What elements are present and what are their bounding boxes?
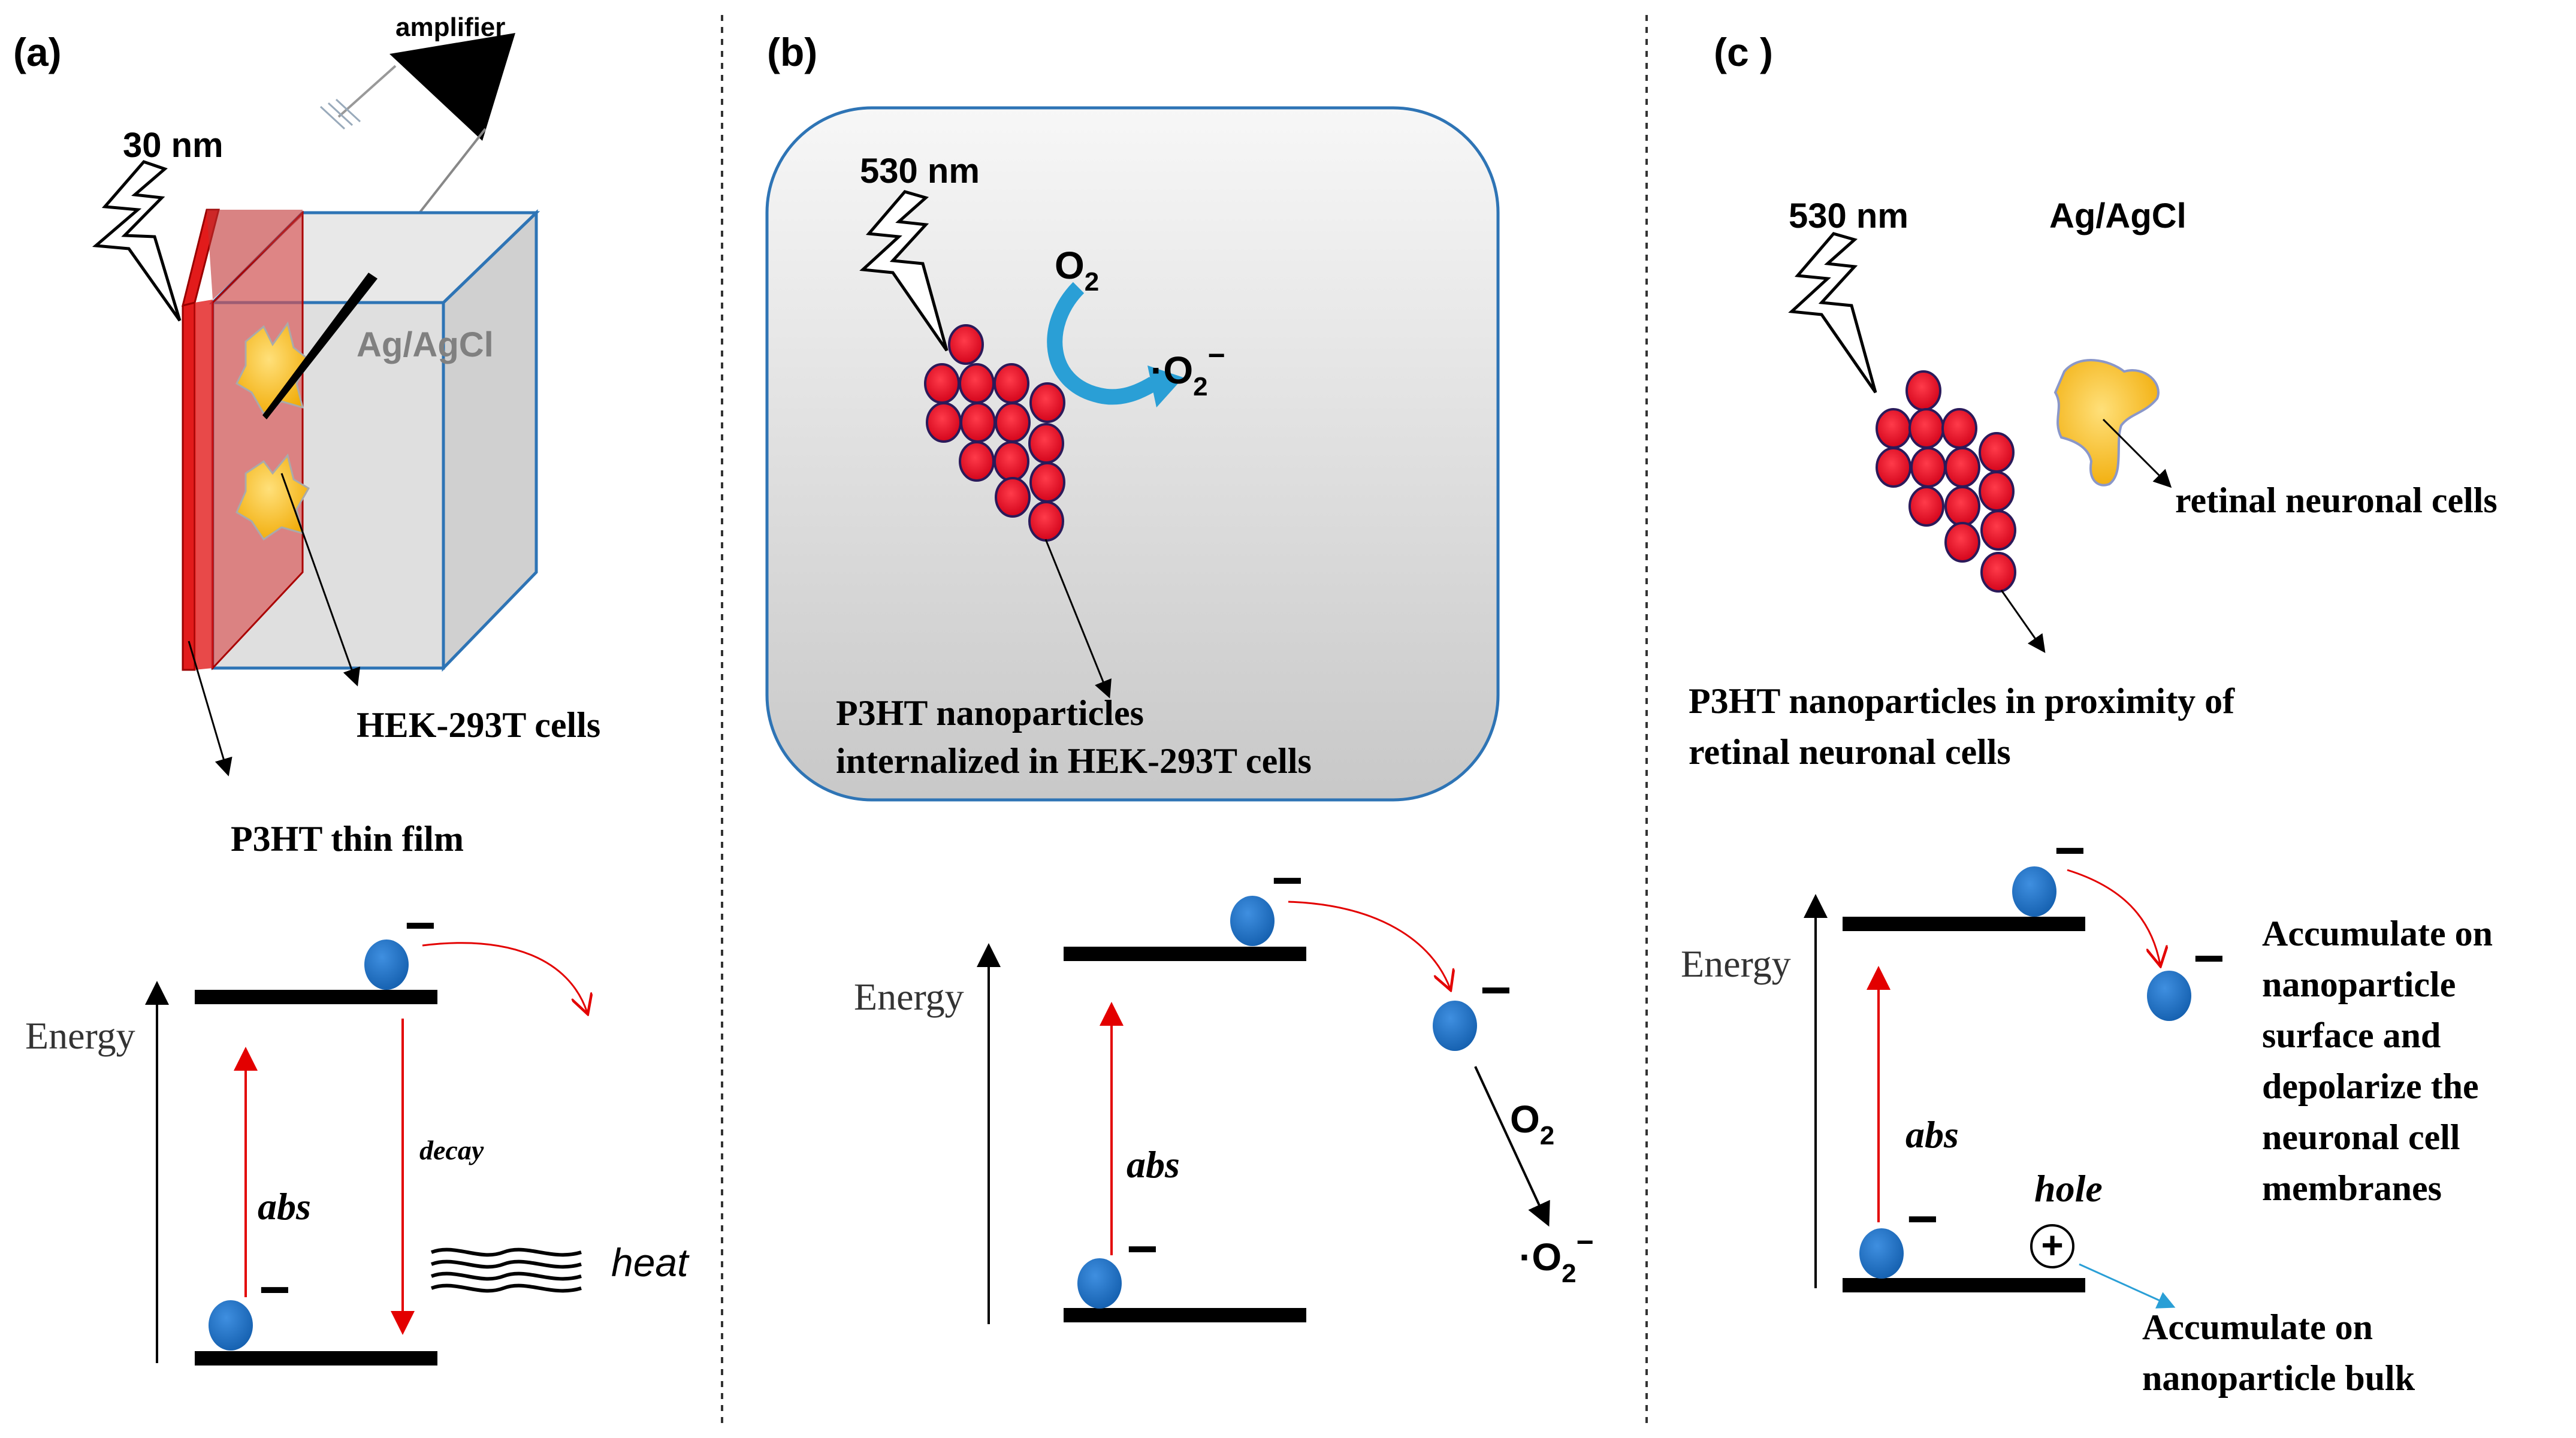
wavelength-label-b: 530 nm — [860, 152, 980, 191]
electron-sign-lower-c: − — [1907, 1189, 1938, 1249]
oxygen-arrow — [1047, 282, 1158, 405]
cell-container — [765, 106, 1500, 802]
electron-upper-c — [2012, 866, 2056, 917]
ground-symbol — [319, 98, 361, 130]
bulk-accumulation-text: Accumulate on nanoparticle bulk — [2142, 1307, 2415, 1398]
panel-c: (c ) 530 nm Ag/AgCl retinal neuronal cel… — [1681, 30, 2498, 1398]
bulk-line-2: nanoparticle bulk — [2142, 1358, 2415, 1398]
ag-agcl-electrode — [262, 273, 378, 419]
wavelength-label-c: 530 nm — [1789, 197, 1908, 235]
panel-b: (b) 530 nm O2 ·O2− P3HT nanoparticles — [765, 30, 1594, 1324]
escape-arrow-a — [422, 942, 587, 1013]
electron-upper-b — [1230, 896, 1275, 946]
bulk-arrow-c — [2079, 1263, 2176, 1309]
p3ht-film — [182, 301, 196, 671]
film-label: P3HT thin film — [231, 819, 464, 859]
np-pointer-b — [1044, 539, 1112, 699]
electron-lower-a — [209, 1300, 253, 1351]
oxygen-label-b: O2 — [1055, 244, 1099, 297]
heat-waves — [430, 1247, 582, 1293]
reduction-arrow-b — [1474, 1066, 1550, 1227]
energy-label-a: Energy — [25, 1014, 135, 1057]
electrode-label-c: Ag/AgCl — [2049, 197, 2187, 235]
hole-symbol — [2030, 1224, 2074, 1268]
abs-label-b: abs — [1127, 1143, 1180, 1186]
amplifier-symbol — [389, 33, 515, 141]
electron-sign-lower-a: − — [259, 1260, 291, 1320]
lower-level-a — [195, 1351, 437, 1366]
np-label-b-line2: internalized in HEK-293T cells — [836, 741, 1312, 781]
np-label-b-line1: P3HT nanoparticles — [836, 693, 1144, 733]
panel-a-label: (a) — [13, 30, 62, 74]
oxygen-arrow-head — [1147, 365, 1183, 407]
electron-lower-c — [1859, 1228, 1904, 1279]
abs-label-a: abs — [258, 1185, 311, 1228]
retinal-pointer — [2102, 418, 2172, 488]
hole-label: hole — [2034, 1167, 2103, 1210]
surface-accumulation-text: Accumulate on nanoparticle surface and d… — [2262, 914, 2493, 1208]
energy-label-b: Energy — [854, 975, 964, 1018]
light-bolt-b — [859, 190, 949, 352]
panel-c-label: (c ) — [1714, 30, 1773, 74]
surface-line-1: Accumulate on — [2262, 914, 2493, 953]
electron-lower-b — [1077, 1258, 1122, 1309]
abs-label-c: abs — [1905, 1113, 1959, 1156]
film-pointer — [188, 641, 232, 777]
retinal-label: retinal neuronal cells — [2175, 481, 2498, 520]
bulk-line-1: Accumulate on — [2142, 1307, 2373, 1347]
ground-wire — [337, 65, 397, 118]
cells-pointer — [280, 473, 361, 687]
superoxide-label-b: ·O2− — [1150, 339, 1225, 401]
cells-label: HEK-293T cells — [357, 705, 600, 745]
upper-level-c — [1843, 917, 2085, 931]
decay-label-a: decay — [419, 1135, 484, 1165]
electron-sign-upper-a: − — [404, 896, 436, 956]
lower-level-c — [1843, 1278, 2085, 1292]
oxygen-label-energy-b: O2 — [1510, 1098, 1554, 1150]
film-body — [195, 300, 213, 670]
electron-upper-a — [364, 939, 409, 990]
surface-line-5: neuronal cell — [2262, 1117, 2460, 1157]
wavelength-label-a: 30 nm — [123, 126, 224, 165]
upper-level-a — [195, 990, 437, 1004]
surface-line-2: nanoparticle — [2262, 965, 2456, 1004]
surface-line-6: membranes — [2262, 1168, 2442, 1208]
np-pointer-c — [2000, 590, 2046, 653]
film-edge — [207, 210, 303, 300]
free-electron-sign-c: − — [2193, 929, 2225, 989]
hole-plus: + — [2041, 1223, 2063, 1267]
free-electron-c — [2147, 971, 2191, 1021]
superoxide-label-energy-b: ·O2− — [1519, 1225, 1594, 1288]
amplifier-label: amplifier — [395, 13, 505, 42]
upper-level-b — [1064, 947, 1306, 961]
energy-label-c: Energy — [1681, 942, 1791, 985]
electron-sign-upper-b: − — [1272, 851, 1303, 911]
lower-level-b — [1064, 1308, 1306, 1322]
np-label-c-line2: retinal neuronal cells — [1689, 732, 2011, 772]
free-electron-sign-b: − — [1480, 960, 1512, 1020]
np-label-c-line1: P3HT nanoparticles in proximity of — [1689, 681, 2235, 721]
heat-label: heat — [611, 1240, 690, 1285]
electron-sign-lower-b: − — [1127, 1219, 1158, 1279]
panel-a: (a) amplifier Ag/AgCl 30 nm — [13, 13, 690, 1366]
light-bolt-c — [1788, 232, 1877, 394]
surface-line-3: surface and — [2262, 1016, 2441, 1055]
surface-line-4: depolarize the — [2262, 1067, 2479, 1106]
light-bolt-a — [92, 160, 182, 322]
escape-arrow-c — [2067, 869, 2160, 965]
escape-arrow-b — [1288, 901, 1450, 989]
electron-sign-upper-c: − — [2054, 821, 2086, 881]
panel-b-label: (b) — [767, 30, 817, 74]
electrode-label-a: Ag/AgCl — [357, 325, 494, 364]
nanoparticle-cluster-c — [1876, 370, 2016, 593]
free-electron-b — [1433, 1001, 1477, 1051]
nanoparticle-cluster-b — [924, 324, 1065, 542]
cell-a1 — [235, 321, 310, 415]
